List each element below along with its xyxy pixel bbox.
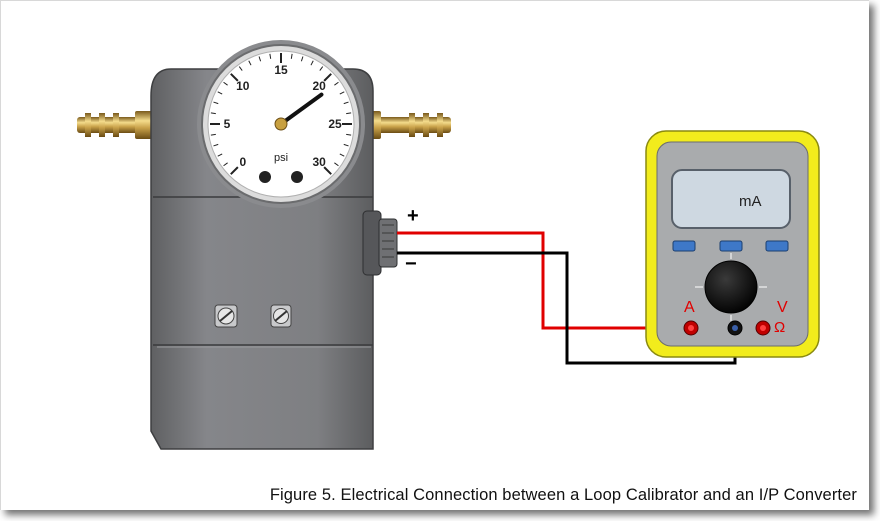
gauge-tick <box>343 101 349 105</box>
jack-voltage-ohm[interactable] <box>755 320 771 336</box>
gauge-tick <box>238 66 243 71</box>
jack-common[interactable] <box>727 320 743 336</box>
left-barb-fitting-icon <box>77 111 155 139</box>
gauge-tick <box>230 73 239 82</box>
pressure-gauge-icon: 0 5 10 15 20 25 30 psi <box>197 40 365 208</box>
gauge-screw-left <box>259 171 271 183</box>
gauge-scale-label: 20 <box>313 79 327 93</box>
gauge-tick <box>213 143 219 147</box>
gauge-tick <box>343 143 349 147</box>
gauge-tick <box>223 81 228 86</box>
gauge-tick <box>339 153 345 157</box>
gauge-tick <box>339 91 345 95</box>
positive-wire <box>397 231 687 330</box>
meter-button-2[interactable] <box>719 240 743 252</box>
jack-voltage-label: V <box>777 299 788 316</box>
gauge-scale-label: 5 <box>224 117 231 131</box>
gauge-tick <box>217 153 223 157</box>
gauge-tick <box>300 56 304 62</box>
positive-terminal-label: + <box>407 205 419 227</box>
gauge-tick <box>217 91 223 95</box>
meter-button-3[interactable] <box>765 240 789 252</box>
gauge-tick <box>334 81 339 86</box>
gauge-tick <box>248 60 252 66</box>
gauge-tick <box>258 56 262 62</box>
figure-frame: 0 5 10 15 20 25 30 psi <box>0 0 869 510</box>
gauge-tick <box>213 101 219 105</box>
span-adjust-screw-icon <box>270 304 292 328</box>
diagram-canvas: 0 5 10 15 20 25 30 psi <box>77 40 820 450</box>
gauge-needle-hub <box>274 117 288 131</box>
gauge-screw-right <box>291 171 303 183</box>
negative-terminal-label: − <box>405 253 417 275</box>
gauge-scale-labels: 0 5 10 15 20 25 30 <box>224 63 342 169</box>
gauge-scale-ticks <box>210 53 352 175</box>
gauge-tick <box>210 112 216 115</box>
gauge-tick <box>310 60 314 66</box>
rotary-dial-icon[interactable] <box>695 253 767 321</box>
gauge-tick <box>290 53 293 59</box>
gauge-scale-label: 0 <box>239 155 246 169</box>
gauge-tick <box>346 112 352 115</box>
meter-lcd-display <box>671 169 791 229</box>
gauge-tick <box>230 166 239 175</box>
gauge-tick <box>269 53 272 59</box>
gauge-unit-label: psi <box>274 152 288 164</box>
gauge-tick <box>334 162 339 167</box>
gauge-tick <box>210 133 216 136</box>
gauge-tick <box>323 73 332 82</box>
figure-caption: Figure 5. Electrical Connection between … <box>269 486 857 504</box>
display-unit-label: mA <box>739 193 762 210</box>
gauge-scale-label: 25 <box>328 117 342 131</box>
gauge-needle <box>279 92 324 126</box>
gauge-tick <box>323 166 332 175</box>
zero-adjust-screw-icon <box>214 304 238 328</box>
gauge-tick <box>319 66 324 71</box>
gauge-tick <box>223 162 228 167</box>
jack-ohm-label: Ω <box>774 319 786 336</box>
gauge-scale-label: 15 <box>274 63 288 77</box>
gauge-tick <box>346 133 352 136</box>
gauge-scale-label: 10 <box>236 79 250 93</box>
jack-current-label: A <box>684 299 695 316</box>
conduit-connector <box>362 210 398 276</box>
jack-current[interactable] <box>683 320 699 336</box>
gauge-scale-label: 30 <box>313 155 327 169</box>
loop-calibrator-multimeter <box>645 130 820 358</box>
meter-button-1[interactable] <box>672 240 696 252</box>
